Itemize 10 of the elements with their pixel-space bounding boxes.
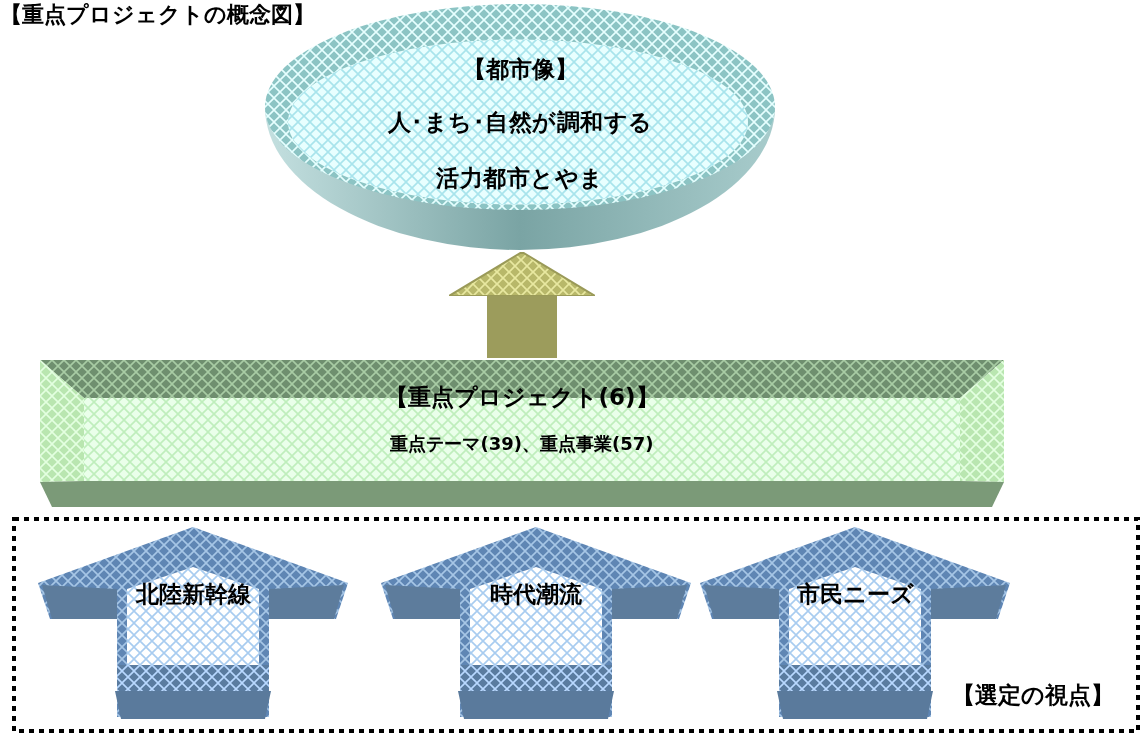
- title: 【重点プロジェクトの概念図】: [0, 1, 315, 29]
- heading: 【重点プロジェクト(6)】: [384, 383, 660, 412]
- count-text: 重点テーマ(39)、重点事業(57): [389, 432, 655, 456]
- arrow-label: 時代潮流: [489, 580, 583, 609]
- heading: 【都市像】: [461, 55, 579, 84]
- vision-text: 人･まち･自然が調和する活力都市とやま: [386, 108, 654, 193]
- arrow-label: 市民ニーズ: [795, 580, 915, 609]
- frame-heading: 【選定の視点】: [952, 681, 1114, 710]
- block-arrow: [448, 251, 596, 358]
- arrow-label: 北陸新幹線: [134, 580, 252, 609]
